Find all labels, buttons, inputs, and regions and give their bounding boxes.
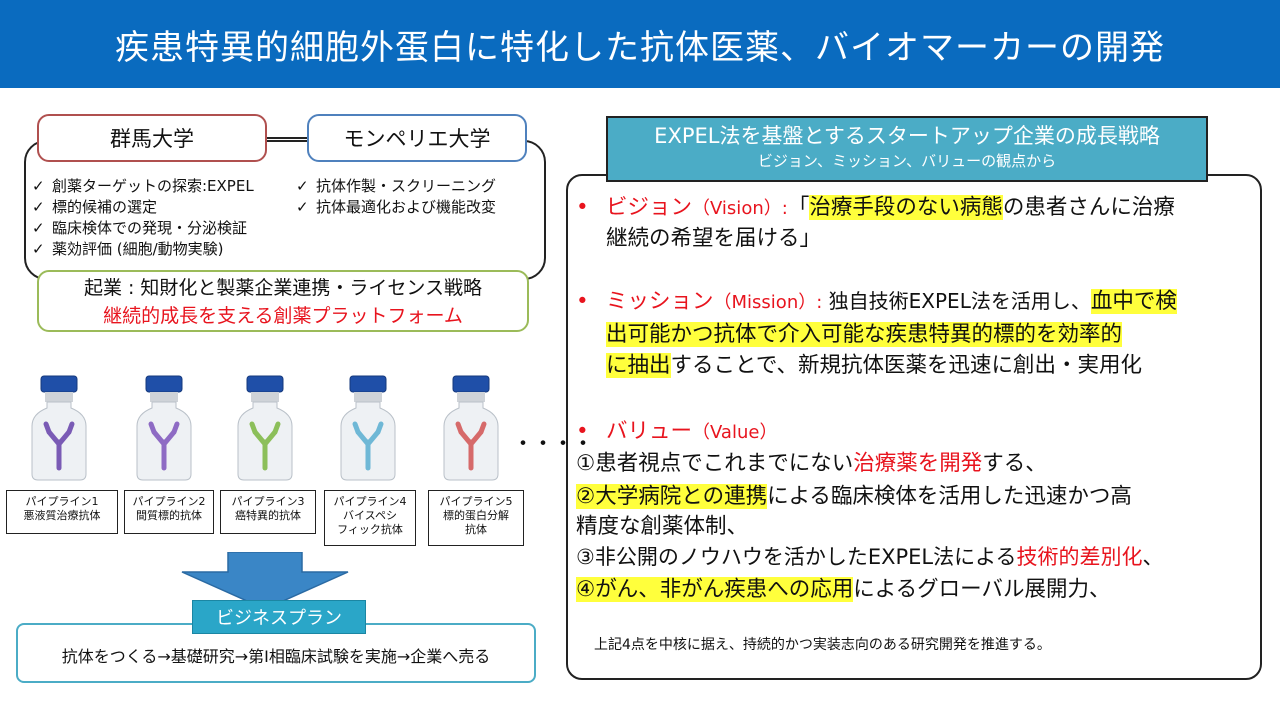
value-item-3: ③非公開のノウハウを活かしたEXPEL法による技術的差別化、 bbox=[576, 545, 1164, 569]
task-item: ✓創薬ターゲットの探索:EXPEL bbox=[32, 177, 254, 195]
startup-box: 起業 : 知財化と製薬企業連携・ライセンス戦略 継続的成長を支える創薬プラットフ… bbox=[37, 270, 529, 332]
value-head-line: •バリュー（Value） bbox=[576, 416, 777, 448]
vial-4 bbox=[331, 374, 405, 484]
task-list-right: ✓抗体作製・スクリーニング ✓抗体最適化および機能改変 bbox=[296, 176, 496, 218]
bullet-icon: • bbox=[576, 419, 589, 444]
value-item-2: ②大学病院との連携による臨床検体を活用した迅速かつ高 bbox=[576, 484, 1132, 509]
antibody-icon bbox=[455, 421, 487, 471]
task-item: ✓抗体最適化および機能改変 bbox=[296, 198, 497, 216]
startup-platform: 継続的成長を支える創薬プラットフォーム bbox=[103, 305, 463, 327]
startup-line: 起業 : 知財化と製薬企業連携・ライセンス戦略 bbox=[83, 277, 483, 299]
mission-line-3: に抽出することで、新規抗体医薬を迅速に創出・実用化 bbox=[606, 353, 1143, 378]
strategy-title: EXPEL法を基盤とするスタートアップ企業の成長戦略 bbox=[654, 124, 1160, 148]
check-icon: ✓ bbox=[32, 219, 45, 237]
value-item-4: ④がん、非がん疾患への応用によるグローバル展開力、 bbox=[576, 577, 1111, 602]
value-item-1: ①患者視点でこれまでにない治療薬を開発する、 bbox=[576, 451, 1047, 476]
antibody-icon bbox=[43, 421, 75, 471]
task-item: ✓臨床検体での発現・分泌検証 bbox=[32, 219, 248, 237]
task-item: ✓薬効評価 (細胞/動物実験) bbox=[32, 240, 224, 258]
connector-line bbox=[267, 137, 307, 139]
task-item: ✓抗体作製・スクリーニング bbox=[296, 177, 497, 195]
antibody-icon bbox=[249, 421, 281, 471]
university-montpellier: モンペリエ大学 bbox=[307, 114, 527, 162]
vision-highlight: 治療手段のない病態 bbox=[809, 195, 1003, 220]
vision-head: ビジョン bbox=[606, 195, 693, 220]
bullet-icon: • bbox=[576, 289, 589, 314]
vision-line-2: 継続の希望を届ける」 bbox=[606, 226, 822, 251]
page-title: 疾患特異的細胞外蛋白に特化した抗体医薬、バイオマーカーの開発 bbox=[0, 0, 1280, 88]
business-plan-label: ビジネスプラン bbox=[192, 600, 366, 634]
check-icon: ✓ bbox=[32, 240, 45, 258]
value-item-2-cont: 精度な創薬体制、 bbox=[576, 514, 749, 539]
ellipsis: ・・・・ bbox=[512, 432, 594, 457]
bullet-icon: • bbox=[576, 195, 589, 220]
vision-line-1: •ビジョン（Vision）:「治療手段のない病態の患者さんに治療 bbox=[576, 192, 1175, 224]
value-head: バリュー bbox=[606, 419, 693, 444]
check-icon: ✓ bbox=[32, 198, 45, 216]
task-list-left: ✓創薬ターゲットの探索:EXPEL ✓標的候補の選定 ✓臨床検体での発現・分泌検… bbox=[32, 176, 254, 260]
vial-1 bbox=[22, 374, 96, 484]
mission-head: ミッション bbox=[606, 289, 714, 314]
vial-2 bbox=[127, 374, 201, 484]
antibody-icon bbox=[352, 421, 384, 471]
vial-3 bbox=[228, 374, 302, 484]
check-icon: ✓ bbox=[296, 177, 309, 195]
check-icon: ✓ bbox=[32, 177, 45, 195]
strategy-header: EXPEL法を基盤とするスタートアップ企業の成長戦略 ビジョン、ミッション、バリ… bbox=[606, 116, 1208, 182]
mission-line-1: •ミッション（Mission）: 独自技術EXPEL法を活用し、血中で検 bbox=[576, 286, 1177, 318]
strategy-summary: 上記4点を中核に据え、持続的かつ実装志向のある研究開発を推進する。 bbox=[594, 637, 1051, 653]
strategy-subtitle: ビジョン、ミッション、バリューの観点から bbox=[757, 152, 1057, 170]
down-arrow-icon bbox=[181, 552, 349, 610]
check-icon: ✓ bbox=[296, 198, 309, 216]
task-item: ✓標的候補の選定 bbox=[32, 198, 158, 216]
university-gunma: 群馬大学 bbox=[37, 114, 267, 162]
vial-5 bbox=[434, 374, 508, 484]
antibody-icon bbox=[148, 421, 180, 471]
mission-line-2: 出可能かつ抗体で介入可能な疾患特異的標的を効率的 bbox=[606, 322, 1123, 347]
business-plan-text: 抗体をつくる→基礎研究→第I相臨床試験を実施→企業へ売る bbox=[61, 647, 491, 666]
